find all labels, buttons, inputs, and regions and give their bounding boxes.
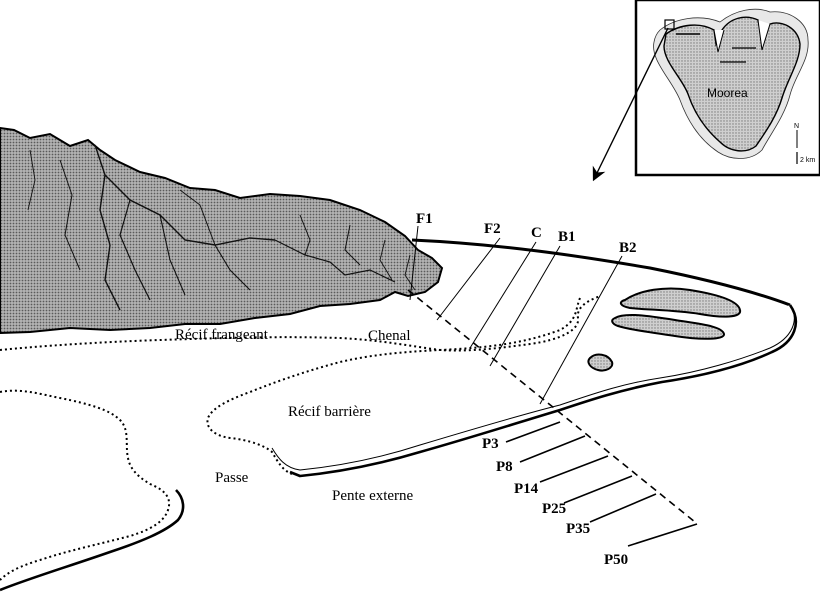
label-p50: P50 [604,552,628,568]
label-b2: B2 [619,240,637,256]
inset-leader-arrow [592,27,669,182]
label-passe: Passe [215,470,249,486]
transect-c [469,241,537,349]
motu-large [619,287,742,318]
island-relief [0,126,444,335]
label-pente-externe: Pente externe [332,488,414,504]
transect-b2 [539,255,623,405]
motu-middle [611,313,725,340]
label-p25: P25 [542,501,566,517]
label-p14: P14 [514,481,539,497]
label-f2: F2 [484,221,501,237]
motu-small [587,353,614,372]
label-p3: P3 [482,436,499,452]
pass-edge [0,389,170,581]
north-label: N [794,123,799,130]
moorea-island [663,16,801,152]
inset-map: Moorea N 2 km [634,0,820,177]
label-recif-barriere: Récif barrière [288,404,371,420]
scale-label: 2 km [800,157,815,164]
pass-outer-edge [0,489,185,592]
transect-p14 [539,455,609,483]
lagoon-transects [409,225,623,405]
label-moorea: Moorea [707,86,748,100]
transect-f2 [436,237,501,321]
outer-slope-transects [505,421,698,547]
transect-f1 [409,225,419,301]
transect-p35 [589,493,657,523]
transect-p25 [563,475,633,504]
transect-p50 [627,523,698,547]
shoreline [411,238,791,307]
transect-p3 [505,421,561,443]
transect-baseline [407,289,696,523]
label-b1: B1 [558,229,576,245]
transect-p8 [519,435,586,463]
barrier-reef [208,304,798,478]
label-c: C [531,225,542,241]
label-f1: F1 [416,211,433,227]
study-site-marker [664,19,675,30]
label-recif-frangeant: Récif frangeant [175,327,269,343]
transect-b1 [489,245,561,367]
label-chenal: Chenal [368,328,411,344]
label-p8: P8 [496,459,513,475]
label-p35: P35 [566,521,590,537]
